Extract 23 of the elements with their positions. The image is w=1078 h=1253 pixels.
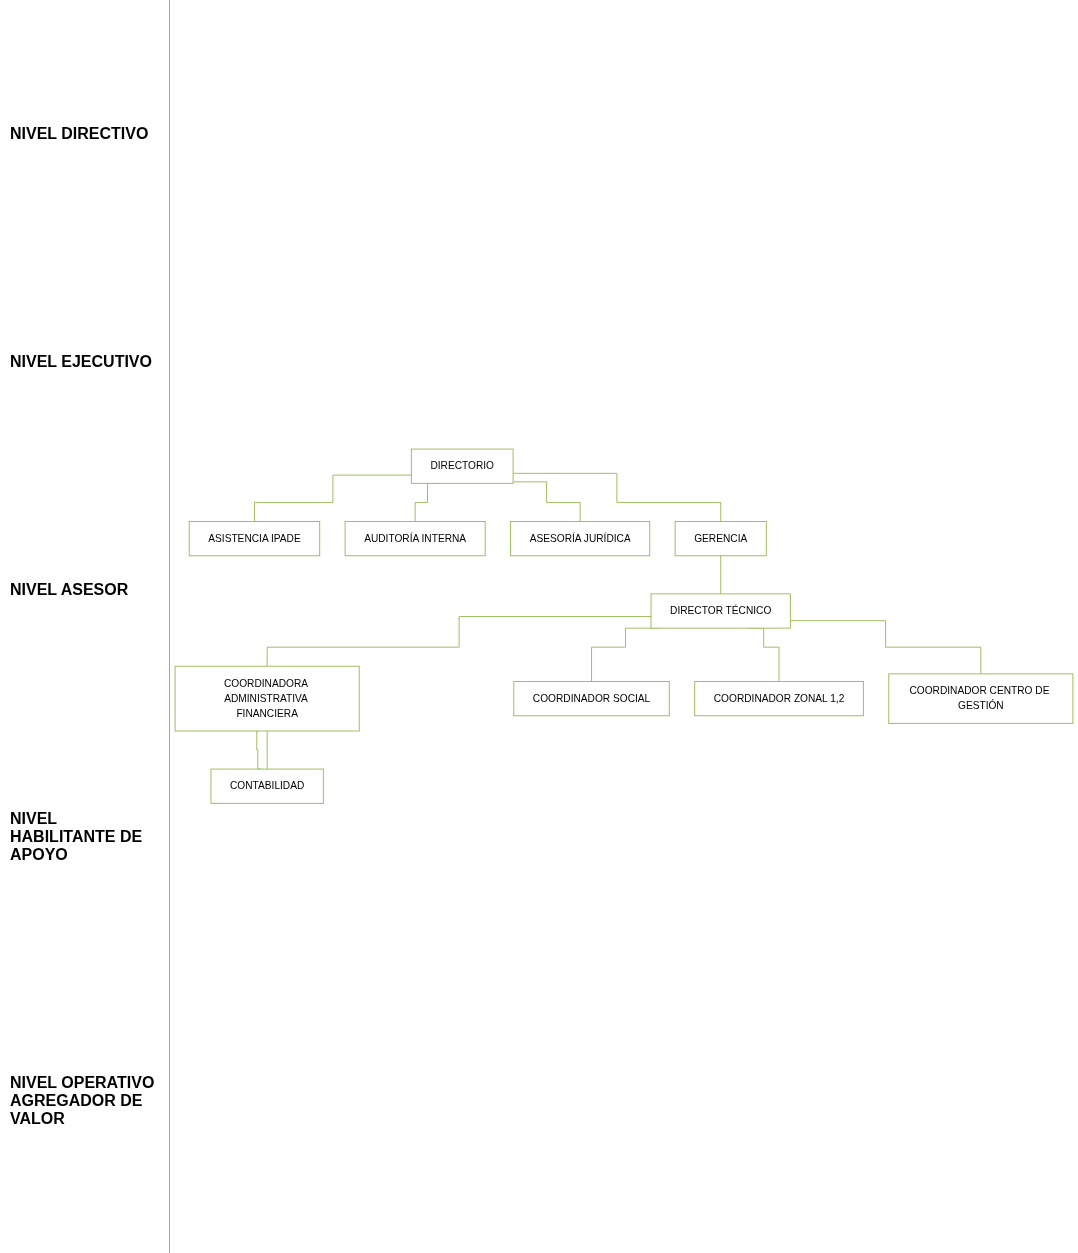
node-box: ASESORÍA JURÍDICA xyxy=(510,521,651,557)
connector xyxy=(512,473,722,523)
node-box: COORDINADORA ADMINISTRATIVA FINANCIERA xyxy=(174,666,360,732)
connector xyxy=(266,730,268,770)
connector xyxy=(512,481,581,523)
node-box: COORDINADOR CENTRO DE GESTIÓN xyxy=(888,673,1074,725)
node-box: AUDITORÍA INTERNA xyxy=(344,521,486,557)
connector xyxy=(254,474,412,523)
level-label: NIVEL ASESOR xyxy=(10,581,130,600)
node-box: DIRECTOR TÉCNICO xyxy=(650,593,791,629)
connector xyxy=(266,616,652,667)
node-box: COORDINADOR ZONAL 1,2 xyxy=(694,681,864,717)
connector xyxy=(789,620,982,675)
level-label: NIVEL DIRECTIVO xyxy=(10,125,150,144)
connector xyxy=(720,555,722,595)
level-label: NIVEL EJECUTIVO xyxy=(10,353,153,372)
node-box: DIRECTORIO xyxy=(410,448,514,485)
level-label: NIVEL OPERATIVO AGREGADOR DE VALOR xyxy=(10,1073,156,1128)
node-box: CONTABILIDAD xyxy=(210,768,324,805)
node-box: COORDINADOR SOCIAL xyxy=(513,681,670,717)
node-box: ASISTENCIA IPADE xyxy=(188,521,321,557)
node-box: GERENCIA xyxy=(674,521,767,557)
level-label: NIVEL HABILITANTE DE APOYO xyxy=(10,809,144,864)
